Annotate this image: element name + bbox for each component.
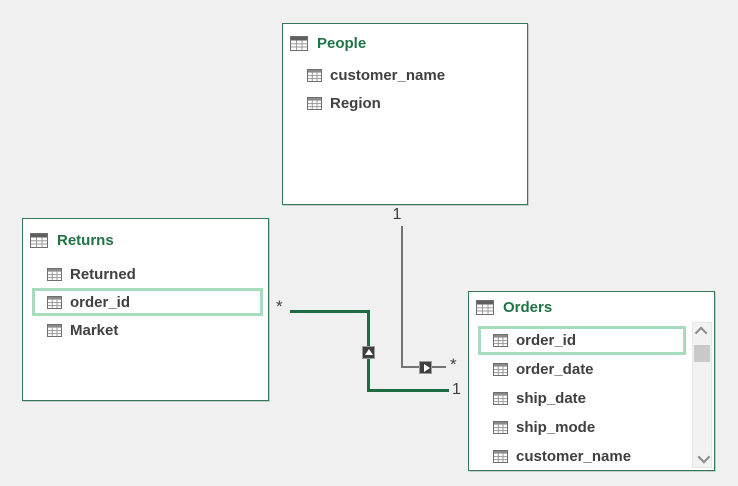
column-icon: [47, 323, 62, 337]
table-title: People: [317, 34, 367, 52]
table-header-returns[interactable]: Returns: [23, 228, 268, 252]
relationship-line-returns-orders-bottom[interactable]: [367, 389, 449, 392]
scroll-down-button[interactable]: [693, 450, 711, 467]
relationship-line-people-orders-vertical[interactable]: [401, 226, 403, 368]
column-icon: [493, 450, 508, 463]
field-row-order-id-selected[interactable]: order_id: [32, 288, 263, 316]
field-label: order_id: [70, 293, 131, 311]
field-label: customer_name: [516, 448, 632, 465]
table-icon: [30, 232, 48, 248]
column-icon: [47, 267, 62, 281]
field-row-ship-date[interactable]: ship_date: [469, 384, 714, 413]
field-row-customer-name[interactable]: customer_name: [283, 61, 527, 89]
column-icon: [307, 68, 322, 82]
orders-vertical-scrollbar[interactable]: [692, 322, 712, 468]
cardinality-label-orders-many: *: [450, 355, 457, 374]
arrow-up-icon: [364, 349, 373, 355]
field-row-region[interactable]: Region: [283, 89, 527, 117]
column-icon: [47, 295, 62, 309]
table-card-people[interactable]: People customer_name: [282, 23, 528, 205]
field-label: customer_name: [330, 66, 446, 84]
table-card-orders[interactable]: Orders order_id: [468, 291, 715, 471]
cardinality-label-orders-one: 1: [452, 381, 461, 398]
field-row-returned[interactable]: Returned: [23, 260, 268, 288]
table-card-returns[interactable]: Returns Returned: [22, 218, 269, 401]
column-icon: [493, 392, 508, 405]
field-label: Returned: [70, 265, 136, 283]
field-row-market[interactable]: Market: [23, 316, 268, 344]
field-label: Region: [330, 94, 381, 112]
cardinality-label-people-one: 1: [392, 206, 402, 223]
column-icon: [493, 421, 508, 434]
arrow-right-icon: [423, 363, 430, 372]
table-icon: [290, 35, 308, 51]
column-icon: [307, 96, 322, 110]
field-label: Market: [70, 321, 119, 339]
table-header-people[interactable]: People: [283, 31, 527, 55]
field-row-order-date[interactable]: order_date: [469, 355, 714, 384]
field-label: ship_date: [516, 390, 587, 407]
table-title: Returns: [57, 231, 114, 249]
table-icon: [476, 299, 494, 315]
relationship-arrow-returns-orders[interactable]: [362, 346, 375, 359]
column-icon: [493, 334, 508, 347]
field-row-customer-name[interactable]: customer_name: [469, 442, 714, 471]
scroll-up-button[interactable]: [693, 323, 711, 340]
field-label: order_date: [516, 361, 594, 378]
relationship-line-returns-orders-top[interactable]: [290, 310, 370, 313]
field-label: order_id: [516, 332, 577, 349]
field-label: ship_mode: [516, 419, 596, 436]
table-header-orders[interactable]: Orders: [469, 295, 714, 319]
scrollbar-thumb[interactable]: [694, 345, 710, 362]
cardinality-label-returns-many: *: [276, 297, 283, 316]
relationship-arrow-people-orders[interactable]: [419, 361, 432, 374]
chevron-up-icon: [694, 326, 707, 340]
field-row-order-id-selected[interactable]: order_id: [478, 326, 686, 355]
column-icon: [493, 363, 508, 376]
table-title: Orders: [503, 298, 553, 316]
chevron-down-icon: [697, 450, 710, 464]
field-row-ship-mode[interactable]: ship_mode: [469, 413, 714, 442]
